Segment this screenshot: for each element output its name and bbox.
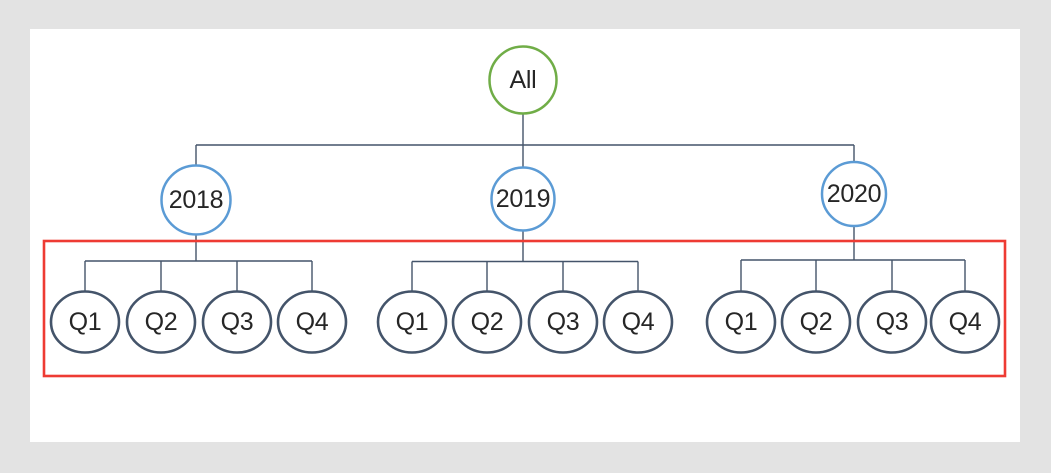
quarter-node-2020-q1: Q1 xyxy=(705,290,777,354)
quarter-node-circle xyxy=(49,290,121,354)
quarter-node-circle xyxy=(929,290,1001,354)
year-node-label: 2019 xyxy=(496,185,550,213)
year-node-circle xyxy=(490,166,556,232)
quarter-node-circle xyxy=(527,290,599,354)
quarter-node-circle xyxy=(780,290,852,354)
quarter-node-circle xyxy=(276,290,348,354)
quarter-node-label: Q3 xyxy=(547,308,580,336)
quarter-node-circle xyxy=(602,290,674,354)
quarter-node-2018-q1: Q1 xyxy=(49,290,121,354)
quarter-node-label: Q3 xyxy=(876,308,909,336)
year-node-2018: 2018 xyxy=(160,164,232,236)
quarter-node-label: Q2 xyxy=(471,308,504,336)
root-node-circle xyxy=(488,45,558,115)
quarter-node-2020-q2: Q2 xyxy=(780,290,852,354)
quarter-node-label: Q3 xyxy=(221,308,254,336)
quarter-node-2018-q2: Q2 xyxy=(125,290,197,354)
quarter-node-circle xyxy=(125,290,197,354)
connector-2019-to-quarters xyxy=(411,230,639,292)
year-node-label: 2018 xyxy=(169,186,223,214)
connector-2018-to-quarters xyxy=(84,234,313,292)
year-node-label: 2020 xyxy=(827,180,881,208)
connector-root-to-years xyxy=(195,113,855,168)
quarter-node-2019-q2: Q2 xyxy=(451,290,523,354)
quarter-node-label: Q4 xyxy=(296,308,329,336)
quarter-node-2020-q4: Q4 xyxy=(929,290,1001,354)
year-node-2020: 2020 xyxy=(820,160,888,228)
quarter-node-2018-q4: Q4 xyxy=(276,290,348,354)
quarter-node-2019-q3: Q3 xyxy=(527,290,599,354)
quarter-node-2018-q3: Q3 xyxy=(201,290,273,354)
root-node-all: All xyxy=(488,45,558,115)
quarter-node-2019-q4: Q4 xyxy=(602,290,674,354)
quarter-node-label: Q1 xyxy=(396,308,429,336)
quarter-node-label: Q1 xyxy=(69,308,102,336)
quarter-node-circle xyxy=(376,290,448,354)
quarter-node-label: Q2 xyxy=(800,308,833,336)
year-node-circle xyxy=(820,160,888,228)
quarter-node-circle xyxy=(201,290,273,354)
quarter-node-circle xyxy=(856,290,928,354)
quarter-node-2020-q3: Q3 xyxy=(856,290,928,354)
quarter-node-label: Q4 xyxy=(949,308,982,336)
quarter-node-label: Q1 xyxy=(725,308,758,336)
quarter-node-label: Q2 xyxy=(145,308,178,336)
root-node-label: All xyxy=(510,66,537,94)
year-node-circle xyxy=(160,164,232,236)
quarter-node-circle xyxy=(705,290,777,354)
quarter-node-circle xyxy=(451,290,523,354)
quarter-node-label: Q4 xyxy=(622,308,655,336)
quarter-node-2019-q1: Q1 xyxy=(376,290,448,354)
highlight-box xyxy=(42,239,1007,378)
connector-2020-to-quarters xyxy=(740,226,966,292)
year-node-2019: 2019 xyxy=(490,166,556,232)
